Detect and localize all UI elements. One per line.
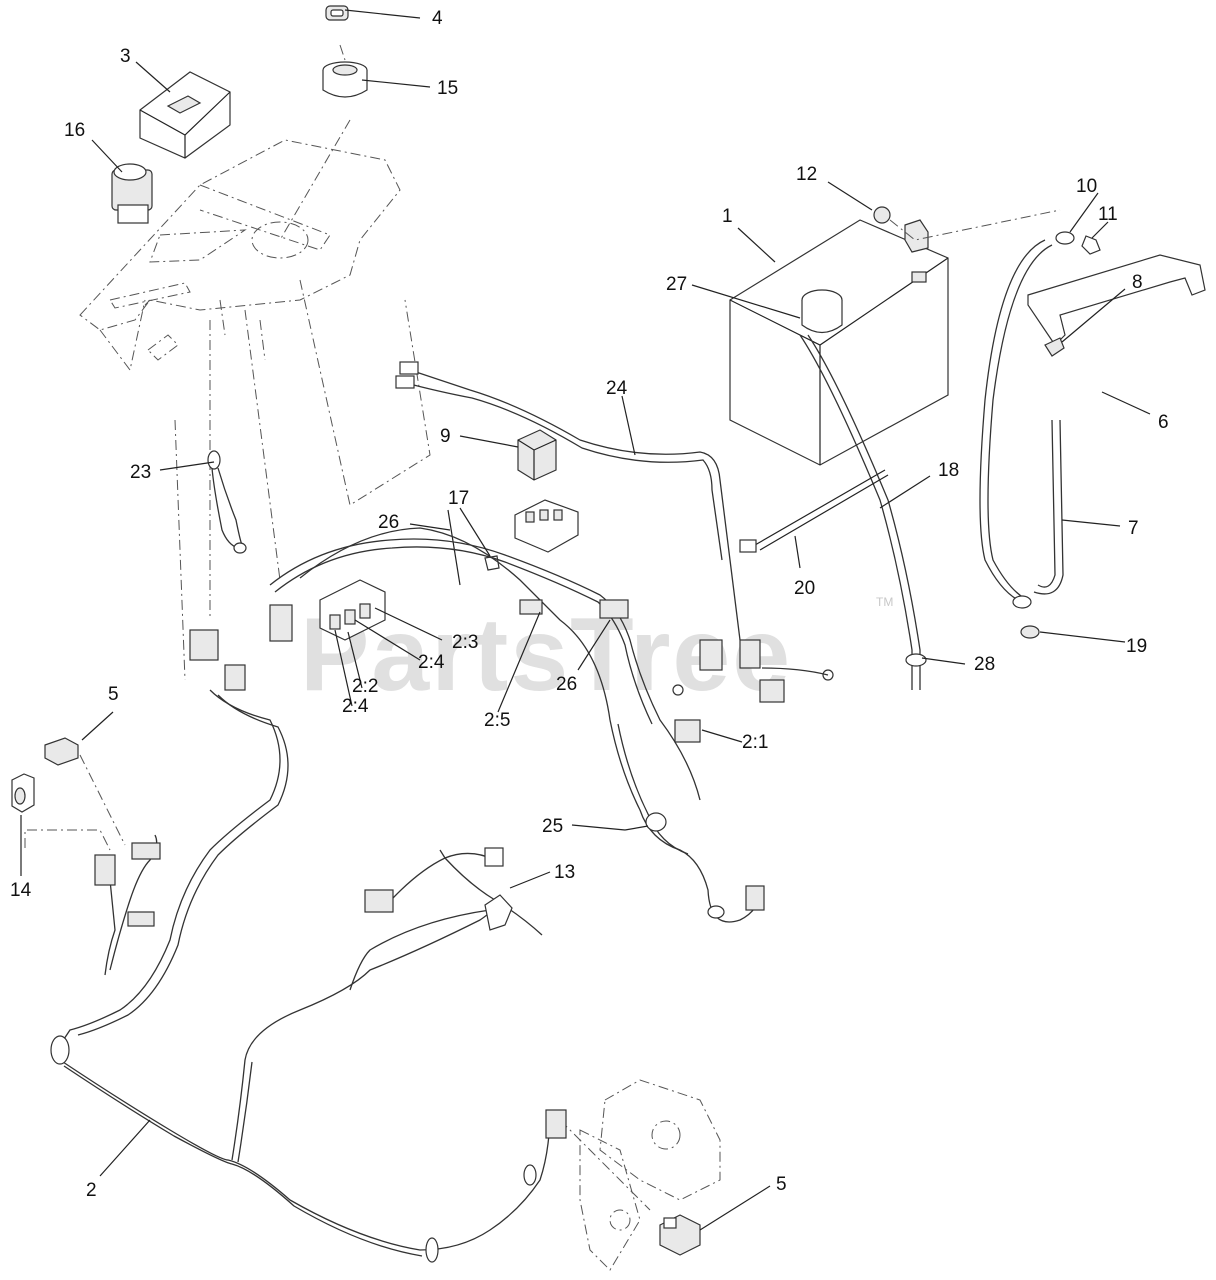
diode-jumper-part — [207, 450, 247, 554]
callout-23: 23 — [130, 462, 151, 483]
watermark-trademark: TM — [876, 595, 893, 609]
connector-g — [739, 639, 761, 669]
connector-c — [224, 664, 246, 691]
connector-e — [599, 599, 629, 619]
washer-part — [1020, 625, 1040, 639]
callout-17: 17 — [448, 488, 469, 509]
callout-4: 4 — [432, 8, 443, 29]
connector-d — [519, 599, 543, 615]
positive-cable-part — [799, 334, 913, 690]
wing-nut-part — [1044, 337, 1065, 357]
relay-wire-part — [409, 369, 741, 641]
fuse-block-part — [319, 579, 386, 641]
callout-2-2: 2:2 — [352, 676, 378, 697]
callout-14: 14 — [10, 880, 32, 901]
ignition-switch-part — [322, 61, 368, 98]
connector-h — [759, 679, 785, 703]
key-part — [325, 5, 349, 21]
leader-lines — [20, 9, 1151, 1231]
callout-6: 6 — [1158, 412, 1169, 433]
callout-5-top: 5 — [108, 684, 119, 705]
harness-clip-c — [523, 1164, 537, 1186]
connector-k — [131, 842, 161, 860]
callout-18: 18 — [938, 460, 959, 481]
pto-switch-part — [111, 163, 153, 224]
callout-12: 12 — [796, 164, 817, 185]
connector-a — [189, 629, 219, 661]
connector-b — [269, 604, 293, 642]
callout-26-bottom: 26 — [556, 674, 577, 695]
cable-tie-part — [739, 469, 889, 553]
callout-20: 20 — [794, 578, 815, 599]
terminal-boot-part — [801, 289, 843, 334]
wire-clamp-part — [645, 812, 667, 832]
terminal-nut-part — [873, 206, 891, 224]
callout-2-1: 2:1 — [742, 732, 768, 753]
j-bolt-part — [1037, 419, 1056, 588]
cable-tie-26-part — [447, 509, 461, 586]
connector-2-1 — [674, 719, 701, 743]
callout-3: 3 — [120, 46, 131, 67]
bolt-part — [1081, 235, 1101, 255]
seat-switch-part — [44, 737, 79, 766]
control-panel — [79, 139, 401, 372]
connector-i — [745, 885, 765, 911]
interlock-harness-part — [364, 847, 543, 936]
callout-2-5: 2:5 — [484, 710, 510, 731]
callout-7: 7 — [1128, 518, 1139, 539]
callout-25: 25 — [542, 816, 563, 837]
callout-2: 2 — [86, 1180, 97, 1201]
callout-15: 15 — [437, 78, 458, 99]
connector-f — [699, 639, 723, 671]
hour-meter-part — [139, 71, 231, 159]
connector-j — [94, 854, 116, 886]
callout-1: 1 — [722, 206, 733, 227]
callout-26-top: 26 — [378, 512, 399, 533]
callout-24: 24 — [606, 378, 628, 399]
neutral-switch-part — [659, 1214, 701, 1256]
callout-2-4-right: 2:4 — [418, 652, 445, 673]
pedal-assembly-part — [559, 1079, 721, 1271]
relay-socket-part — [514, 499, 579, 553]
callout-5-bottom: 5 — [776, 1174, 787, 1195]
callout-13: 13 — [554, 862, 575, 883]
callout-27: 27 — [666, 274, 687, 295]
callout-9: 9 — [440, 426, 451, 447]
callout-19: 19 — [1126, 636, 1147, 657]
callout-8: 8 — [1132, 272, 1143, 293]
callout-16: 16 — [64, 120, 85, 141]
callout-2-4-left: 2:4 — [342, 696, 369, 717]
callout-labels: 4 3 15 16 12 10 1 11 27 8 24 6 9 23 17 1… — [10, 8, 1169, 1201]
brake-switch-part — [11, 773, 35, 813]
connector-l — [127, 911, 155, 927]
battery-hold-down-part — [1027, 254, 1206, 346]
relay-part — [517, 429, 557, 481]
harness-clip-a — [50, 1035, 70, 1065]
callout-10: 10 — [1076, 176, 1097, 197]
callout-28: 28 — [974, 654, 995, 675]
negative-cable-part — [979, 239, 1046, 601]
callout-2-3: 2:3 — [452, 632, 478, 653]
main-wire-harness — [59, 527, 761, 1257]
battery-part — [729, 219, 949, 466]
connector-m — [545, 1109, 567, 1139]
harness-clip-b — [425, 1237, 439, 1263]
callout-11: 11 — [1098, 204, 1118, 225]
